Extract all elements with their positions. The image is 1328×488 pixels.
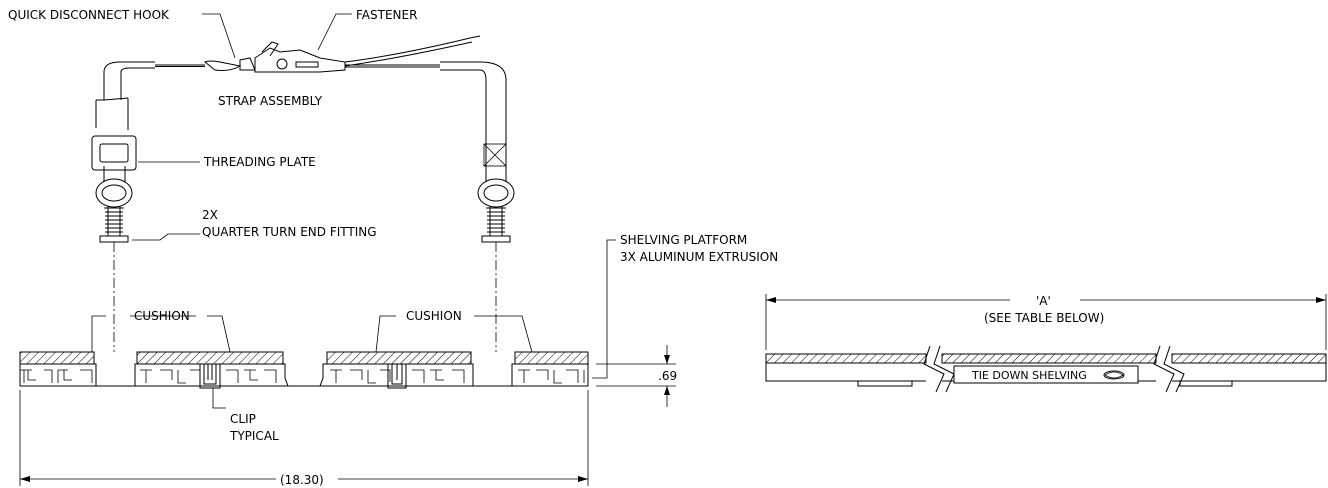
stitch-box [483,143,507,167]
label-quarter-turn-qty: 2X [202,208,218,222]
right-end-fitting [477,178,515,352]
fastener [254,41,346,73]
label-aluminum-extrusion: 3X ALUMINUM EXTRUSION [620,250,778,264]
label-tie-down: TIE DOWN SHELVING [971,369,1087,382]
label-dim-height: .69 [658,369,677,383]
strap-assembly [91,35,515,352]
threading-plate [91,135,137,171]
cushion [136,351,284,365]
label-clip: CLIP [230,412,256,426]
label-cushion-left: CUSHION [134,309,190,323]
label-quick-disconnect-hook: QUICK DISCONNECT HOOK [8,8,170,22]
shelving-section [19,351,589,389]
label-quarter-turn: QUARTER TURN END FITTING [202,225,377,239]
label-dim-a: 'A' [1036,294,1051,308]
label-cushion-right: CUSHION [406,309,462,323]
leaders [91,13,616,409]
label-strap-assembly: STRAP ASSEMBLY [218,94,323,108]
label-shelving-platform: SHELVING PLATFORM [620,233,747,247]
shelving-side-view [765,294,1327,393]
clip [199,364,407,389]
left-end-fitting [95,178,133,352]
height-dimension [596,345,676,407]
cushion [326,351,472,365]
label-fastener: FASTENER [356,8,417,22]
label-see-table: (SEE TABLE BELOW) [984,311,1104,325]
logo-icon [1103,370,1125,380]
label-clip-typical: TYPICAL [229,429,279,443]
label-dim-length: (18.30) [280,473,324,487]
cushion [514,351,589,365]
cushion [19,351,95,365]
extrusion-slots [20,369,585,384]
quick-disconnect-hook [204,57,256,71]
tie-down-plate [953,365,1139,384]
length-dimension [19,390,589,486]
label-threading-plate: THREADING PLATE [203,155,316,169]
